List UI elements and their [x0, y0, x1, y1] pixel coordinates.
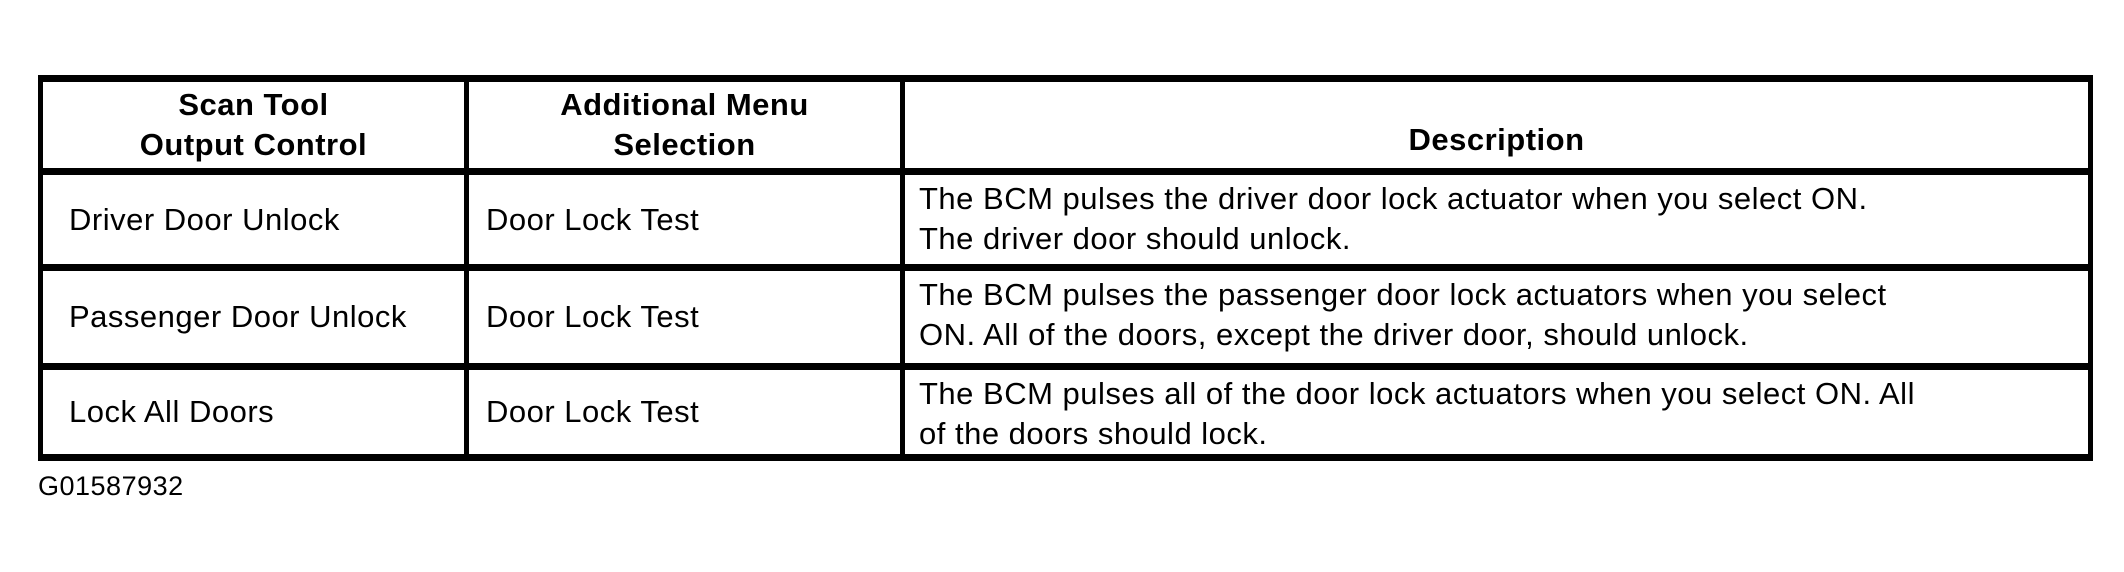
table-row-passenger-door-unlock: Passenger Door Unlock Door Lock Test The… — [38, 264, 2093, 370]
cell-description: The BCM pulses all of the door lock actu… — [900, 363, 2093, 461]
cell-output-control: Passenger Door Unlock — [38, 264, 469, 370]
cell-menu-selection: Door Lock Test — [464, 168, 905, 271]
cell-description: The BCM pulses the driver door lock actu… — [900, 168, 2093, 271]
scan-tool-output-controls-table: Scan Tool Output Control Additional Menu… — [38, 75, 2093, 461]
column-header-description: Description — [900, 75, 2093, 175]
column-header-scan-tool-output-control: Scan Tool Output Control — [38, 75, 469, 175]
cell-menu-selection: Door Lock Test — [464, 363, 905, 461]
cell-menu-selection: Door Lock Test — [464, 264, 905, 370]
table-row-driver-door-unlock: Driver Door Unlock Door Lock Test The BC… — [38, 168, 2093, 271]
cell-description: The BCM pulses the passenger door lock a… — [900, 264, 2093, 370]
table-row-lock-all-doors: Lock All Doors Door Lock Test The BCM pu… — [38, 363, 2093, 461]
table-header-row: Scan Tool Output Control Additional Menu… — [38, 75, 2093, 175]
figure-id-label: G01587932 — [38, 471, 184, 501]
cell-output-control: Driver Door Unlock — [38, 168, 469, 271]
cell-output-control: Lock All Doors — [38, 363, 469, 461]
column-header-additional-menu-selection: Additional Menu Selection — [464, 75, 905, 175]
